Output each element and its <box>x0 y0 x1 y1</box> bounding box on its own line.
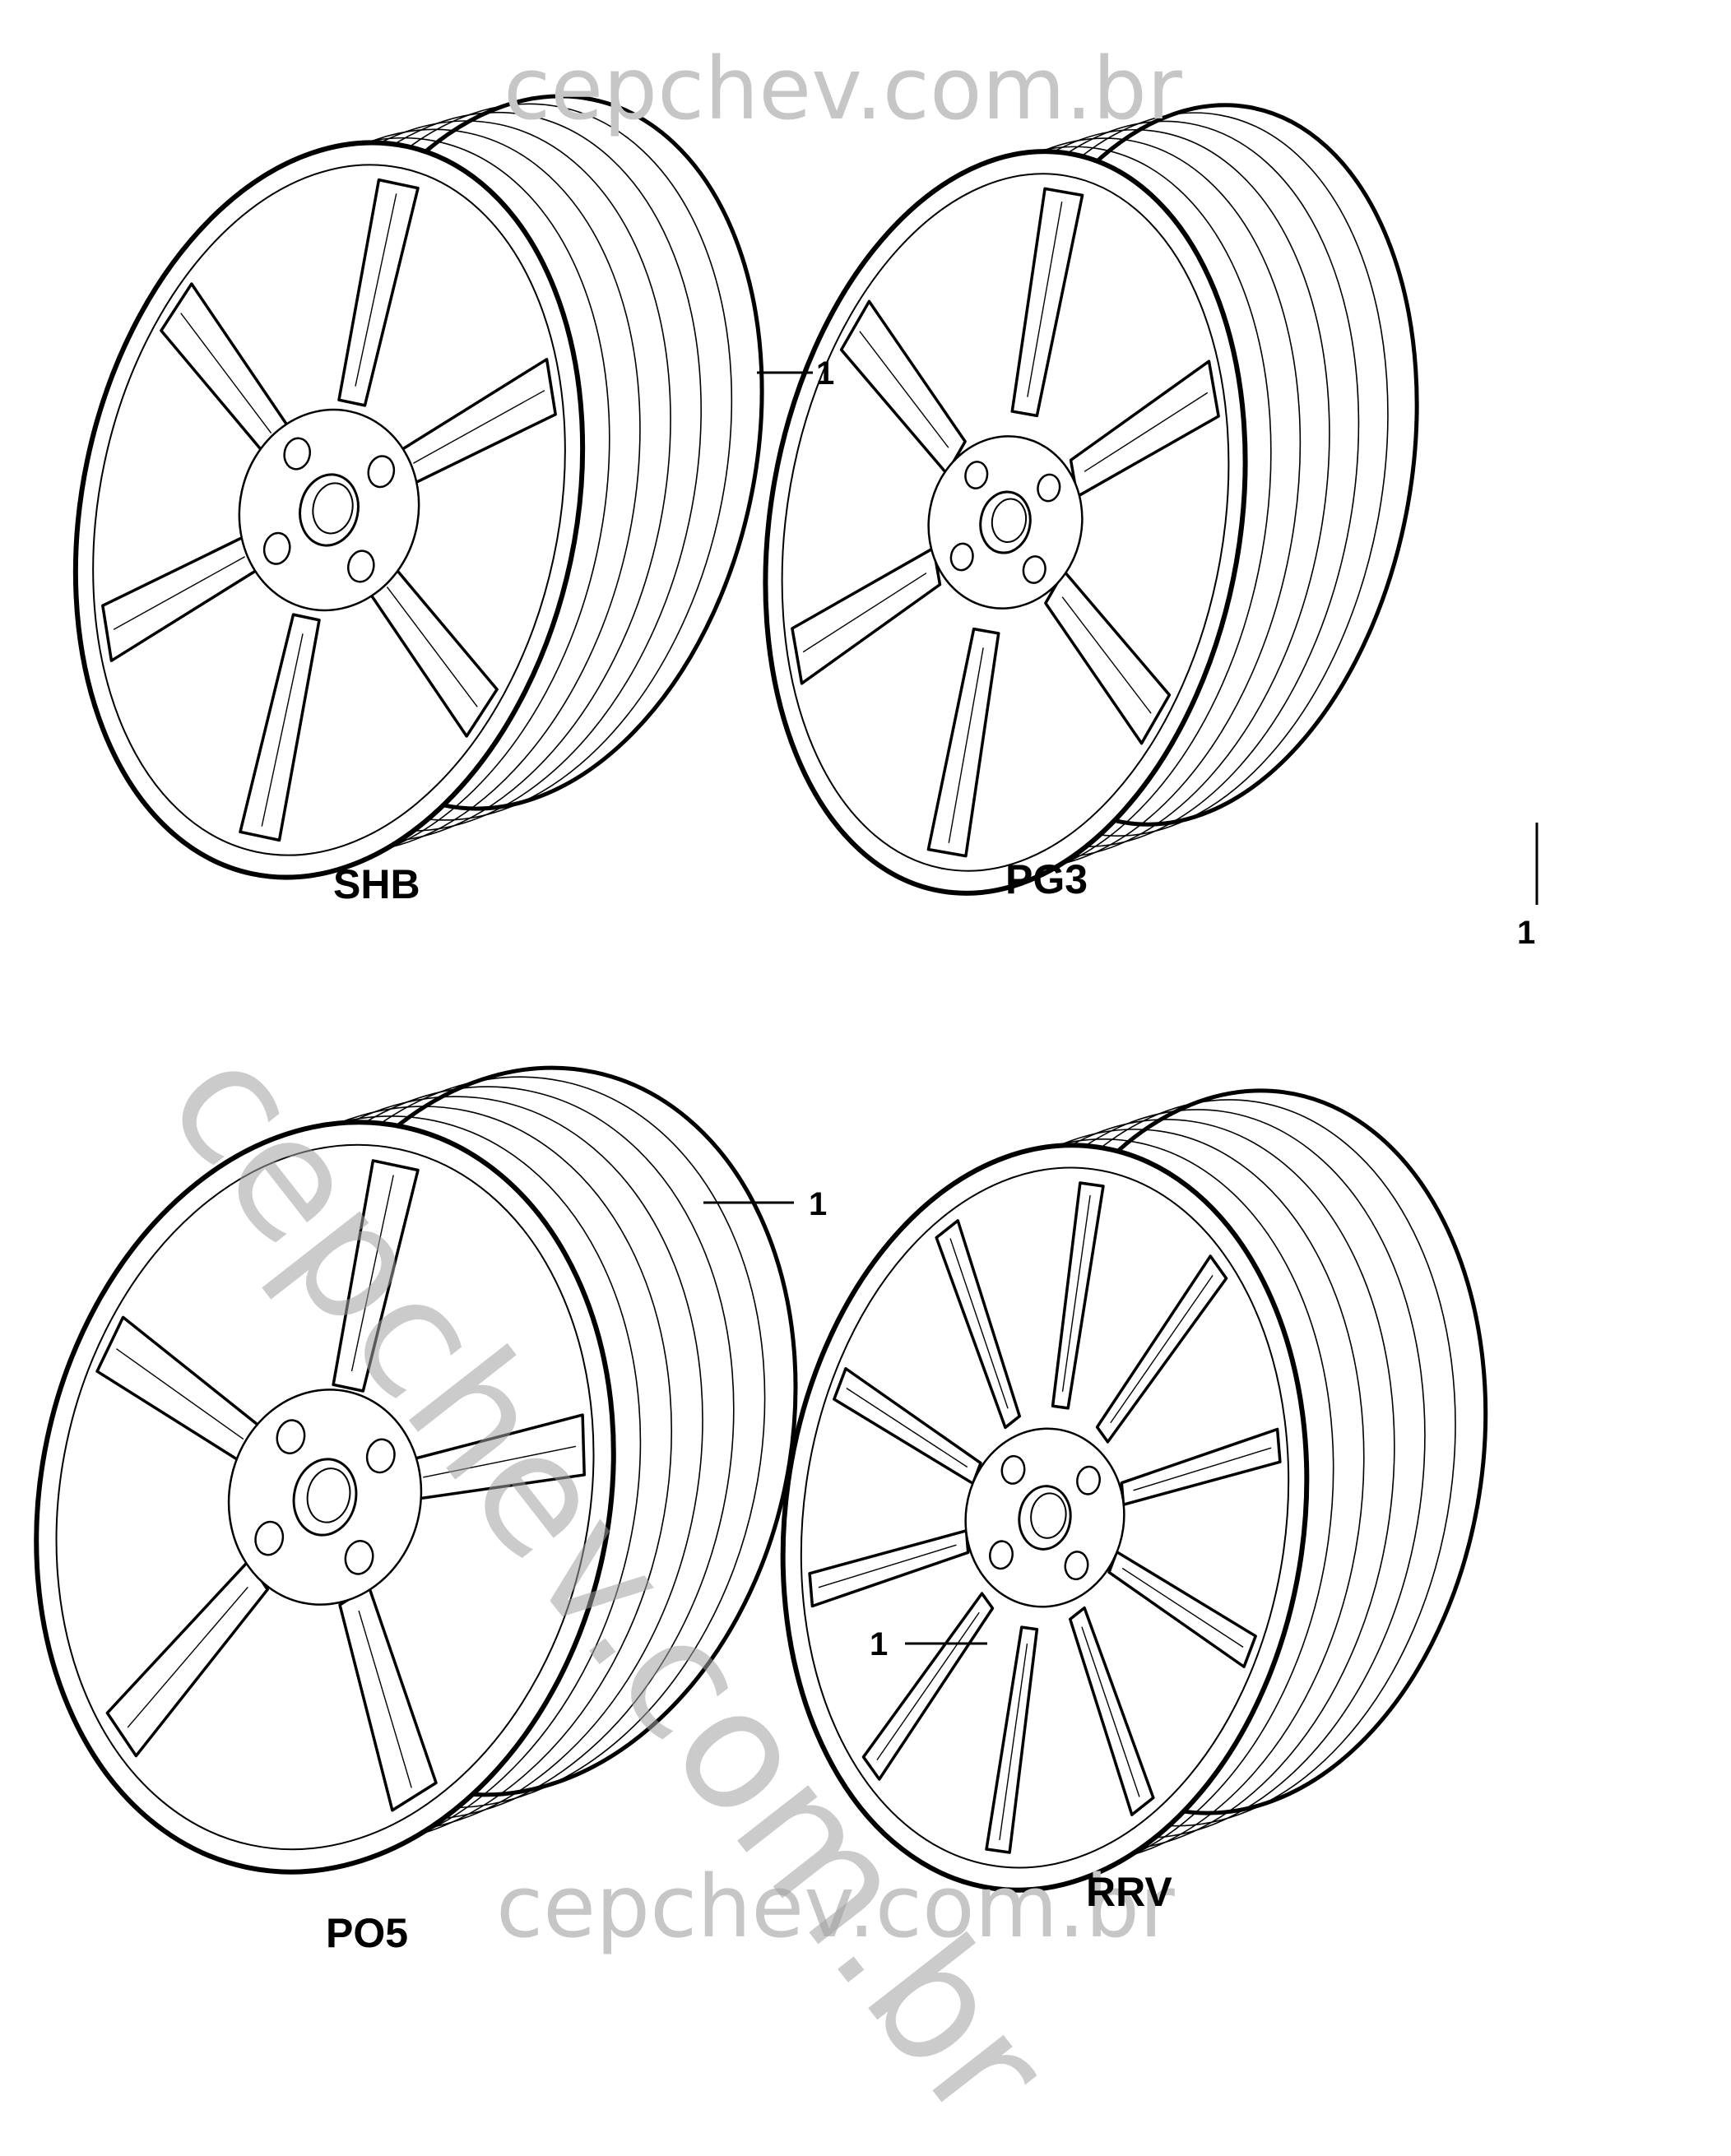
callout-number-pg3: 1 <box>1517 915 1536 951</box>
wheel-spoke-ridge <box>261 633 304 827</box>
lug-hole <box>989 1540 1014 1570</box>
wheel-center-bore-inner <box>991 498 1028 543</box>
wheel-spoke <box>935 1219 1022 1430</box>
wheel-spoke-ridge <box>1061 596 1152 714</box>
wheel-diagram <box>34 94 1538 1893</box>
wheel-label-po5: PO5 <box>326 1910 409 1956</box>
wheel-label-shb: SHB <box>333 861 420 907</box>
callout-number-po5: 1 <box>809 1186 828 1222</box>
wheel-spoke-ridge <box>127 1586 248 1728</box>
wheel-spoke-ridge <box>999 1644 1028 1841</box>
wheel-spoke-ridge <box>358 1610 412 1788</box>
callout-number-shb: 1 <box>816 355 835 392</box>
wheel-center-bore-inner <box>312 482 354 535</box>
lug-hole <box>949 542 974 572</box>
wheel-spoke <box>833 1367 982 1486</box>
wheel-spoke-ridge <box>1081 1626 1140 1797</box>
wheel-spoke <box>1107 1550 1257 1668</box>
wheel-spoke-ridge <box>1133 1447 1272 1491</box>
wheel-spoke-ridge <box>180 313 272 434</box>
watermark-top: cepchev.com.br <box>504 39 1182 139</box>
wheel-label-pg3: PG3 <box>1005 856 1088 902</box>
lug-hole <box>1076 1465 1101 1495</box>
lug-hole <box>1022 555 1046 584</box>
wheel-spoke-ridge <box>818 1544 957 1588</box>
wheel-spoke <box>337 178 420 407</box>
lug-hole <box>254 1520 285 1556</box>
lug-hole <box>365 1438 396 1474</box>
lug-hole <box>276 1419 306 1455</box>
wheel-spoke-ridge <box>1027 201 1063 397</box>
wheel-spoke-ridge <box>386 587 478 707</box>
rim-inner-lip <box>781 173 1230 872</box>
wheel-spoke <box>926 627 1000 858</box>
wheel-spoke <box>1051 1181 1105 1410</box>
wheel-spoke-ridge <box>859 331 949 448</box>
wheel-po5 <box>34 1065 798 1875</box>
wheel-label-rrv: RRV <box>1086 1869 1172 1915</box>
wheel-spoke <box>1044 569 1172 745</box>
wheel-spoke-ridge <box>948 647 984 843</box>
wheel-spoke-ridge <box>949 1238 1009 1409</box>
lug-hole <box>262 531 291 565</box>
watermark-bottom: cepchev.com.br <box>496 1857 1175 1957</box>
wheel-spoke-ridge <box>802 573 927 653</box>
lug-hole <box>1000 1454 1026 1485</box>
wheel-spoke-ridge <box>846 1388 968 1468</box>
wheel-spoke-ridge <box>350 1175 394 1372</box>
rim-inner-lip <box>92 164 566 856</box>
wheel-spoke-ridge <box>1061 1194 1091 1392</box>
wheel-pg3 <box>763 103 1419 896</box>
wheel-rrv <box>780 1088 1488 1893</box>
wheel-spoke-ridge <box>355 193 397 387</box>
wheel-spoke <box>332 1159 420 1393</box>
wheel-spoke-ridge <box>423 1445 577 1478</box>
wheel-spoke <box>985 1625 1039 1854</box>
lug-hole <box>367 455 396 489</box>
wheel-center-bore-inner <box>306 1467 351 1523</box>
lug-hole <box>1037 473 1061 503</box>
wheel-shb <box>72 94 764 880</box>
wheel-spoke <box>1068 1606 1155 1816</box>
rim-inner-lip <box>800 1166 1290 1869</box>
lug-hole <box>964 461 989 489</box>
rim-inner-lip <box>55 1143 595 1851</box>
callout-leader-lines <box>703 371 1538 1645</box>
wheel-spoke-ridge <box>1121 1567 1244 1648</box>
lug-hole <box>283 437 312 471</box>
wheel-spoke-ridge <box>116 1348 244 1440</box>
wheel-spoke <box>1010 187 1084 418</box>
callout-number-rrv: 1 <box>870 1626 889 1662</box>
wheel-center-bore-inner <box>1030 1492 1067 1539</box>
wheel-spoke-ridge <box>113 556 246 630</box>
wheel-spoke-ridge <box>1110 1274 1214 1424</box>
wheel-spoke-ridge <box>1084 392 1209 472</box>
lug-hole <box>344 1539 374 1575</box>
wheel-spoke <box>239 613 321 842</box>
lug-hole <box>1064 1551 1089 1581</box>
lug-hole <box>346 549 375 583</box>
wheel-spoke-ridge <box>876 1611 980 1761</box>
wheel-spoke-ridge <box>412 390 545 464</box>
